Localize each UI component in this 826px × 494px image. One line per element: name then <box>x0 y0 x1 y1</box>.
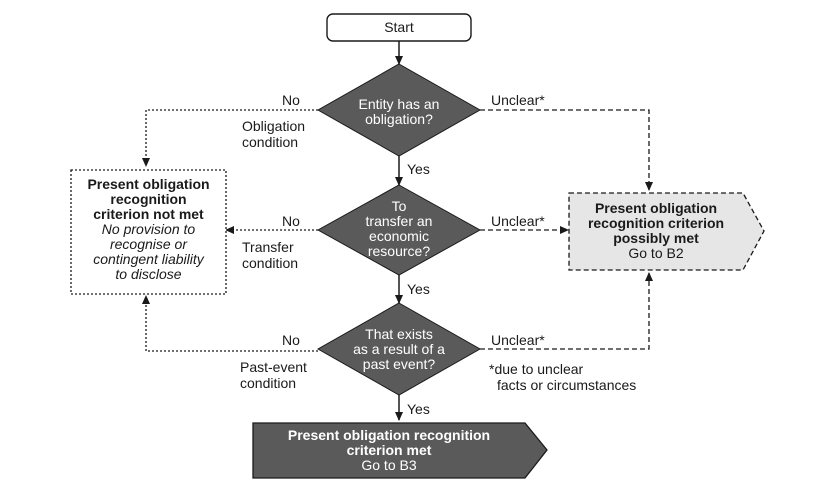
past-event-yes-label: Yes <box>407 401 430 417</box>
met-text: Present obligation recognition criterion… <box>255 428 523 473</box>
possibly-met-goto: Go to B2 <box>628 245 684 261</box>
transfer-yes-label: Yes <box>407 281 430 297</box>
obligation-yes-label: Yes <box>407 161 430 177</box>
met-goto: Go to B3 <box>361 457 417 473</box>
obligation-unclear-path <box>480 109 653 191</box>
past-event-unclear-path <box>480 272 653 350</box>
not-met-title: Present obligation recognition criterion… <box>87 176 210 222</box>
not-met-text: Present obligation recognition criterion… <box>72 177 225 282</box>
past-event-no-path <box>142 295 318 352</box>
obligation-question: Entity has an obligation? <box>358 96 440 127</box>
transfer-condition-label: Transfer condition <box>242 239 299 271</box>
footnote: *due to unclear facts or circumstances <box>489 361 637 393</box>
transfer-unclear-label: Unclear* <box>491 213 545 229</box>
met-box <box>252 422 548 479</box>
past-event-unclear-label: Unclear* <box>491 332 545 348</box>
transfer-question: To transfer an economic resource? <box>365 198 433 259</box>
obligation-diamond <box>316 63 482 157</box>
possibly-met-text: Present obligation recognition criterion… <box>572 201 740 261</box>
transfer-no-label: No <box>282 213 300 229</box>
obligation-no-label: No <box>282 92 300 108</box>
met-title: Present obligation recognition criterion… <box>287 427 491 458</box>
past-event-no-label: No <box>282 332 300 348</box>
possibly-met-box <box>568 192 765 271</box>
not-met-box <box>70 169 227 295</box>
start-label: Start <box>384 19 414 35</box>
past-event-question: That exists as a result of a past event? <box>353 326 445 372</box>
obligation-condition-label: Obligation condition <box>242 118 306 150</box>
not-met-detail: No provision to recognise or contingent … <box>93 221 204 282</box>
possibly-met-title: Present obligation recognition criterion… <box>587 200 725 246</box>
obligation-unclear-label: Unclear* <box>491 92 545 108</box>
past-event-diamond <box>316 302 482 396</box>
obligation-no-path <box>142 109 318 167</box>
transfer-diamond <box>316 184 482 276</box>
past-event-condition-label: Past-event condition <box>240 359 307 391</box>
